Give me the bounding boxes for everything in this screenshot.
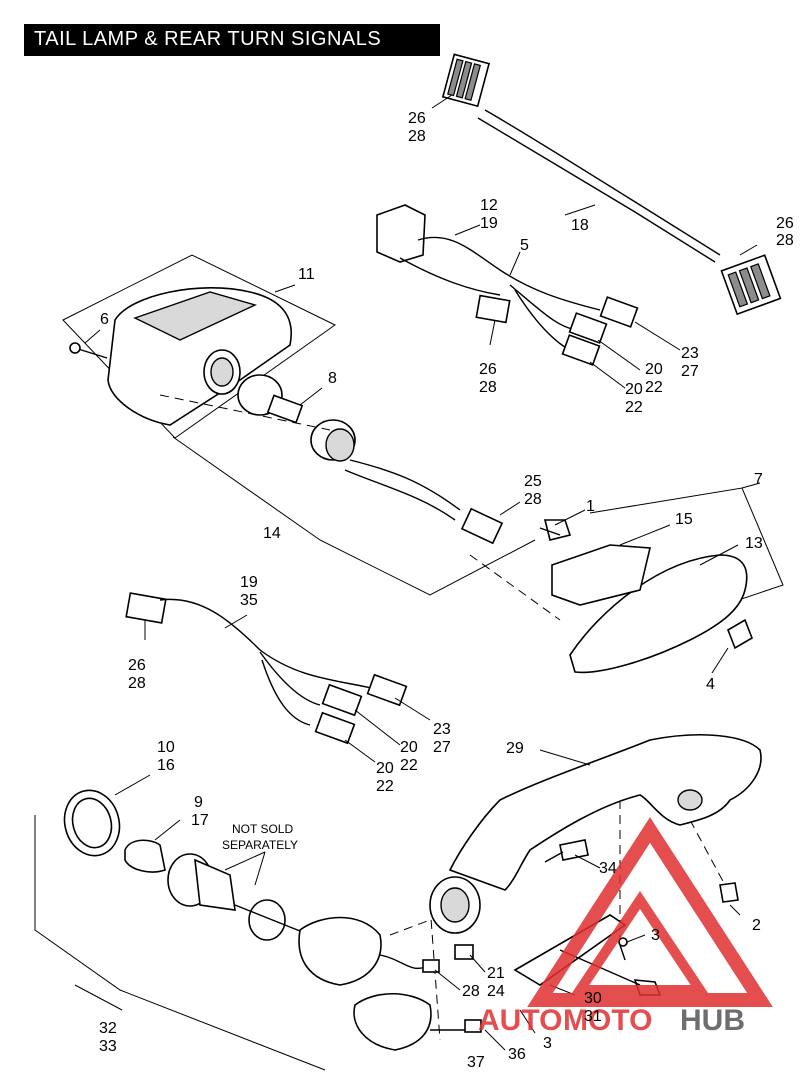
- callout-3: 3: [543, 1035, 552, 1052]
- callout-22: 22: [376, 778, 394, 795]
- callout-37: 37: [467, 1054, 485, 1071]
- callout-9: 9: [194, 794, 203, 811]
- callout-26: 26: [776, 215, 794, 232]
- callout-labels: 26 28 18 26 28 12 19 5 11 6 26 28 23 27 …: [99, 110, 794, 1071]
- callout-12: 12: [480, 197, 498, 214]
- callout-20: 20: [376, 760, 394, 777]
- callout-23: 23: [433, 721, 451, 738]
- callout-22: 22: [625, 399, 643, 416]
- callout-27: 27: [681, 363, 699, 380]
- watermark-auto: AUTO: [478, 1004, 562, 1037]
- title-bar: TAIL LAMP & REAR TURN SIGNALS: [24, 24, 440, 56]
- callout-34: 34: [599, 860, 617, 877]
- page-title: TAIL LAMP & REAR TURN SIGNALS: [34, 28, 382, 50]
- turn-signal-bulb: [124, 839, 166, 873]
- turn-signal-housing: [167, 853, 480, 1051]
- callout-20: 20: [400, 739, 418, 756]
- callout-4: 4: [706, 676, 715, 693]
- bulb: [237, 374, 304, 424]
- callout-8: 8: [328, 370, 337, 387]
- callout-19: 19: [240, 574, 258, 591]
- callout-31: 31: [584, 1008, 602, 1025]
- callout-26: 26: [128, 657, 146, 674]
- callout-28: 28: [128, 675, 146, 692]
- callout-15: 15: [675, 511, 693, 528]
- note-line1: NOT SOLD: [232, 822, 293, 836]
- callout-19: 19: [480, 215, 498, 232]
- callout-36: 36: [508, 1046, 526, 1063]
- watermark-moto: MOTO: [563, 1004, 652, 1037]
- leader-lines: [74, 94, 761, 1051]
- callout-13: 13: [745, 535, 763, 552]
- callout-11: 11: [298, 266, 315, 283]
- callout-23: 23: [681, 345, 699, 362]
- callout-35: 35: [240, 592, 258, 609]
- callout-1: 1: [586, 498, 595, 515]
- watermark-logo: AUTO MOTO HUB: [478, 817, 773, 1037]
- callout-24: 24: [487, 983, 505, 1000]
- tail-lamp-housing: [62, 254, 336, 439]
- callout-28: 28: [479, 379, 497, 396]
- callout-16: 16: [157, 757, 175, 774]
- callout-28: 28: [408, 128, 426, 145]
- callout-17: 17: [191, 812, 209, 829]
- callout-30: 30: [584, 990, 602, 1007]
- callout-28: 28: [462, 983, 480, 1000]
- lens-ring: [63, 789, 121, 857]
- watermark-hub: HUB: [680, 1004, 745, 1037]
- callout-5: 5: [520, 237, 529, 254]
- main-harness: [441, 53, 782, 316]
- lens-assembly: [539, 487, 784, 674]
- note-line2: SEPARATELY: [222, 838, 298, 852]
- callout-25: 25: [524, 473, 542, 490]
- callout-22: 22: [645, 379, 663, 396]
- socket-harness: [310, 419, 504, 545]
- callout-6: 6: [100, 311, 109, 328]
- callout-20: 20: [625, 381, 643, 398]
- callout-20: 20: [645, 361, 663, 378]
- callout-22: 22: [400, 757, 418, 774]
- mounting-bracket: [429, 734, 762, 934]
- callout-27: 27: [433, 739, 451, 756]
- callout-21: 21: [487, 965, 505, 982]
- callout-18: 18: [571, 217, 589, 234]
- callout-33: 33: [99, 1038, 117, 1055]
- callout-7: 7: [754, 471, 763, 488]
- callout-10: 10: [157, 739, 175, 756]
- callout-28: 28: [524, 491, 542, 508]
- callout-26: 26: [408, 110, 426, 127]
- callout-3: 3: [651, 927, 660, 944]
- turn-signal-harness-lower: [125, 592, 408, 745]
- callout-26: 26: [479, 361, 497, 378]
- callout-29: 29: [506, 740, 524, 757]
- callout-32: 32: [99, 1020, 117, 1037]
- wire-connectors: [422, 944, 482, 1033]
- callout-14: 14: [263, 525, 281, 542]
- callout-28: 28: [776, 232, 794, 249]
- turn-signal-harness-upper: [376, 204, 639, 366]
- callout-2: 2: [752, 917, 761, 934]
